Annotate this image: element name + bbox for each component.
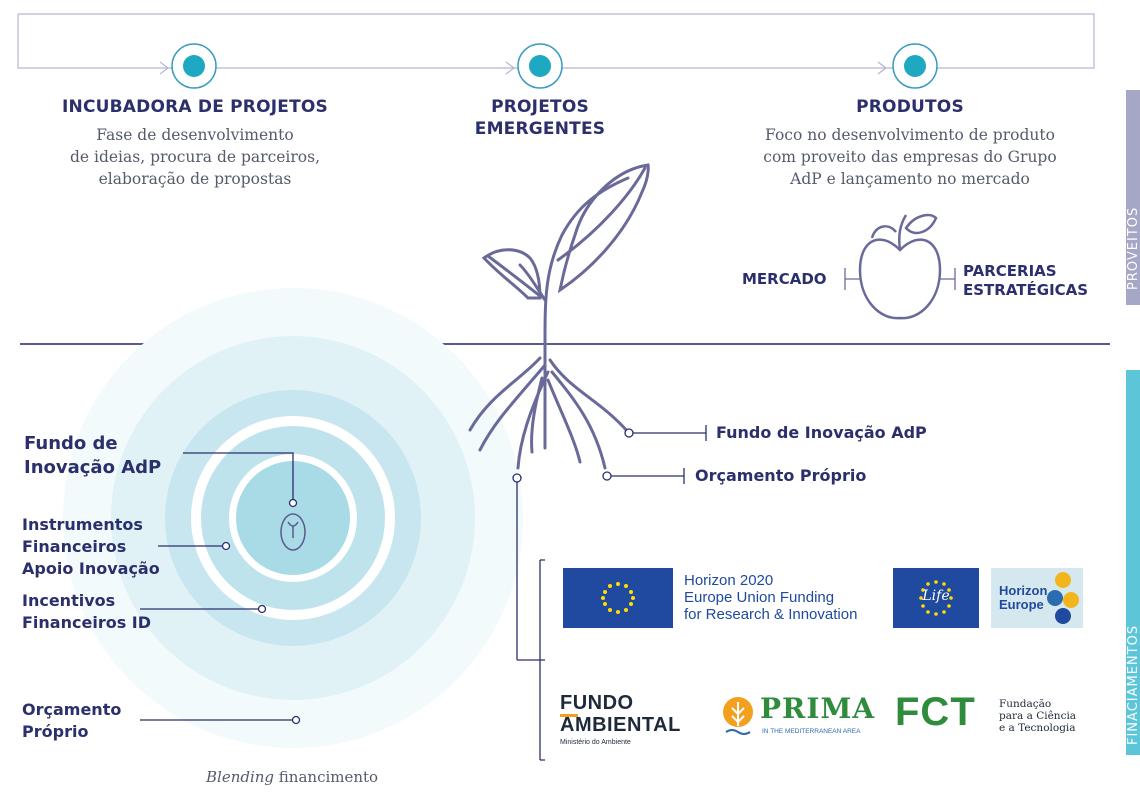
eu-flag-icon xyxy=(563,568,673,628)
horizon-europe-logo: Horizon Europe xyxy=(991,568,1083,628)
stage-title: INCUBADORA DE PROJETOS xyxy=(62,97,328,117)
fundo-ambiental-text: FUNDO AMBIENTAL xyxy=(560,692,681,736)
fct-logo: FCT Fundação para a Ciência e a Tecnolog… xyxy=(895,690,1080,738)
stage-title: PROJETOS EMERGENTES xyxy=(474,97,606,139)
horizon2020-text: Horizon 2020 Europe Union Funding for Re… xyxy=(684,572,858,623)
prima-text: PRIMA xyxy=(760,692,876,725)
fundo-ambiental-logo: FUNDO AMBIENTAL Ministério do Ambiente xyxy=(560,692,700,752)
fundo-ambiental-sub: Ministério do Ambiente xyxy=(560,739,631,746)
horizon-europe-text: Horizon Europe xyxy=(999,583,1048,612)
fundo-ambiental-accent xyxy=(560,714,578,717)
ring-label-fund: Fundo de Inovação AdP xyxy=(24,433,162,478)
life-logo: Life xyxy=(893,568,979,628)
fct-name: Fundação para a Ciência e a Tecnologia xyxy=(999,698,1077,734)
side-tab-proveitos: PROVEITOS xyxy=(1126,90,1140,305)
stage-produtos: PRODUTOS Foco no desenvolvimento de prod… xyxy=(740,96,1080,190)
label-parcerias: PARCERIAS ESTRATÉGICAS xyxy=(963,262,1089,299)
life-text: Life xyxy=(922,588,950,604)
timeline xyxy=(17,13,1095,75)
prima-emblem-icon xyxy=(723,697,753,735)
fct-text: FCT xyxy=(895,690,976,734)
side-tab-proveitos-label: PROVEITOS xyxy=(1126,206,1140,290)
ring-label-budget: Orçamento Próprio xyxy=(22,700,122,741)
stage-node-2 xyxy=(517,43,563,89)
stage-description: Foco no desenvolvimento de produto com p… xyxy=(763,126,1057,188)
horizon2020-logo: Horizon 2020 Europe Union Funding for Re… xyxy=(563,568,875,628)
root-label-fund: Fundo de Inovação AdP xyxy=(716,423,927,442)
ring-connectors xyxy=(140,452,301,725)
apple-icon xyxy=(858,213,942,320)
stage-node-1 xyxy=(171,43,217,89)
root-connectors xyxy=(516,425,707,761)
label-mercado: MERCADO xyxy=(742,270,827,288)
stage-title: PRODUTOS xyxy=(856,97,964,117)
root-label-budget: Orçamento Próprio xyxy=(695,466,867,485)
stage-incubadora: INCUBADORA DE PROJETOS Fase de desenvolv… xyxy=(40,96,350,190)
side-tab-financiamentos-label: FINACIAMENTOS xyxy=(1126,624,1140,745)
ring-label-instruments: Instrumentos Financeiros Apoio Inovação xyxy=(22,515,160,578)
seed-icon xyxy=(280,513,306,551)
horizon-europe-icons xyxy=(1047,572,1079,624)
side-tab-financiamentos: FINACIAMENTOS xyxy=(1126,370,1140,755)
prima-logo: PRIMA IN THE MEDITERRANEAN AREA xyxy=(722,692,877,742)
apple-connectors xyxy=(844,268,956,290)
stage-emergentes: PROJETOS EMERGENTES xyxy=(450,96,630,140)
stage-node-3 xyxy=(892,43,938,89)
plant-icon xyxy=(468,163,650,470)
prima-sub: IN THE MEDITERRANEAN AREA xyxy=(762,728,861,735)
stage-description: Fase de desenvolvimento de ideias, procu… xyxy=(69,126,320,188)
blending-caption: Blending financimento xyxy=(206,768,379,786)
ring-label-incentives: Incentivos Financeiros ID xyxy=(22,591,152,632)
